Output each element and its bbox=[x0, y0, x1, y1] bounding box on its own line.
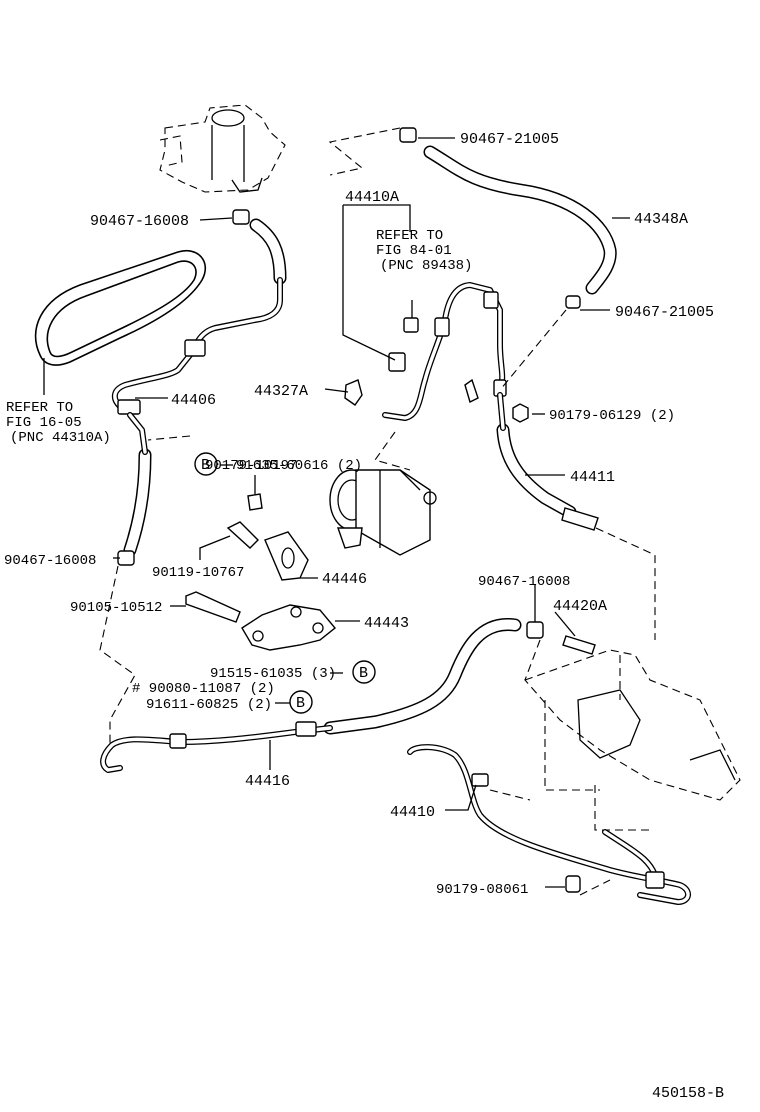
svg-text:B: B bbox=[359, 665, 368, 682]
label-44406: 44406 bbox=[171, 392, 216, 409]
label-44410A: 44410A bbox=[345, 189, 399, 206]
svg-text:B: B bbox=[201, 457, 210, 474]
label-90179-06129: 90179-06129 (2) bbox=[549, 408, 675, 424]
pipe-44410 bbox=[407, 744, 691, 905]
label-refer-84-line3: (PNC 89438) bbox=[380, 258, 472, 274]
clamp-44327A bbox=[344, 379, 363, 406]
label-90467-21005-top: 90467-21005 bbox=[460, 131, 559, 148]
label-91611-60825: 91611-60825 (2) bbox=[146, 697, 272, 713]
label-91635-60616: 91635-60616 (2) bbox=[236, 458, 362, 474]
steering-gear bbox=[524, 649, 741, 831]
label-refer-84-line1: REFER TO bbox=[376, 228, 443, 244]
pressure-switch bbox=[388, 300, 419, 372]
label-44443: 44443 bbox=[364, 615, 409, 632]
hose-44411 bbox=[496, 392, 599, 531]
reservoir-tank bbox=[159, 104, 286, 193]
label-refer-16-line2: FIG 16-05 bbox=[6, 415, 82, 431]
label-44416: 44416 bbox=[245, 773, 290, 790]
drive-belt bbox=[34, 249, 207, 395]
label-90467-16008-top: 90467-16008 bbox=[90, 213, 189, 230]
hose-left-lower bbox=[117, 412, 152, 566]
label-91515-61035: 91515-61035 (3) bbox=[210, 666, 336, 682]
svg-text:B: B bbox=[296, 695, 305, 712]
label-44348A: 44348A bbox=[634, 211, 688, 228]
label-90119-10767: 90119-10767 bbox=[152, 565, 244, 581]
callout-b-3: B bbox=[289, 690, 313, 714]
label-refer-16-line3: (PNC 44310A) bbox=[10, 430, 111, 446]
callout-b-2: B bbox=[352, 660, 376, 684]
nut-90179-06129 bbox=[512, 403, 529, 423]
label-44410: 44410 bbox=[390, 804, 435, 821]
label-90467-16008-right: 90467-16008 bbox=[478, 574, 570, 590]
pipe-44416 bbox=[100, 618, 596, 773]
pipe-44410A bbox=[382, 282, 507, 421]
bracket-44443 bbox=[185, 591, 336, 651]
label-90179-08061: 90179-08061 bbox=[436, 882, 528, 898]
hose-reservoir-outlet bbox=[232, 209, 287, 285]
label-refer-84-line2: FIG 84-01 bbox=[376, 243, 452, 259]
reference-lines bbox=[99, 127, 656, 896]
label-44420A: 44420A bbox=[553, 598, 607, 615]
label-90179-10197-visible: 90179-10197 bbox=[205, 458, 297, 474]
bracket-44446 bbox=[226, 493, 309, 581]
label-44327A: 44327A bbox=[254, 383, 308, 400]
label-90105-10512: 90105-10512 bbox=[70, 600, 162, 616]
pipe-44406 bbox=[111, 277, 283, 415]
leader-lines bbox=[113, 137, 630, 888]
label-44446: 44446 bbox=[322, 571, 367, 588]
label-90467-16008-left: 90467-16008 bbox=[4, 553, 96, 569]
label-90467-21005-mid: 90467-21005 bbox=[615, 304, 714, 321]
callout-b-1: B bbox=[194, 452, 218, 476]
label-refer-16-line1: REFER TO bbox=[6, 400, 73, 416]
label-90080-11087: # 90080-11087 (2) bbox=[132, 681, 275, 697]
label-44411: 44411 bbox=[570, 469, 615, 486]
diagram-id: 450158-B bbox=[652, 1085, 724, 1102]
hose-44348A bbox=[399, 127, 617, 309]
power-steering-pump bbox=[329, 469, 437, 556]
